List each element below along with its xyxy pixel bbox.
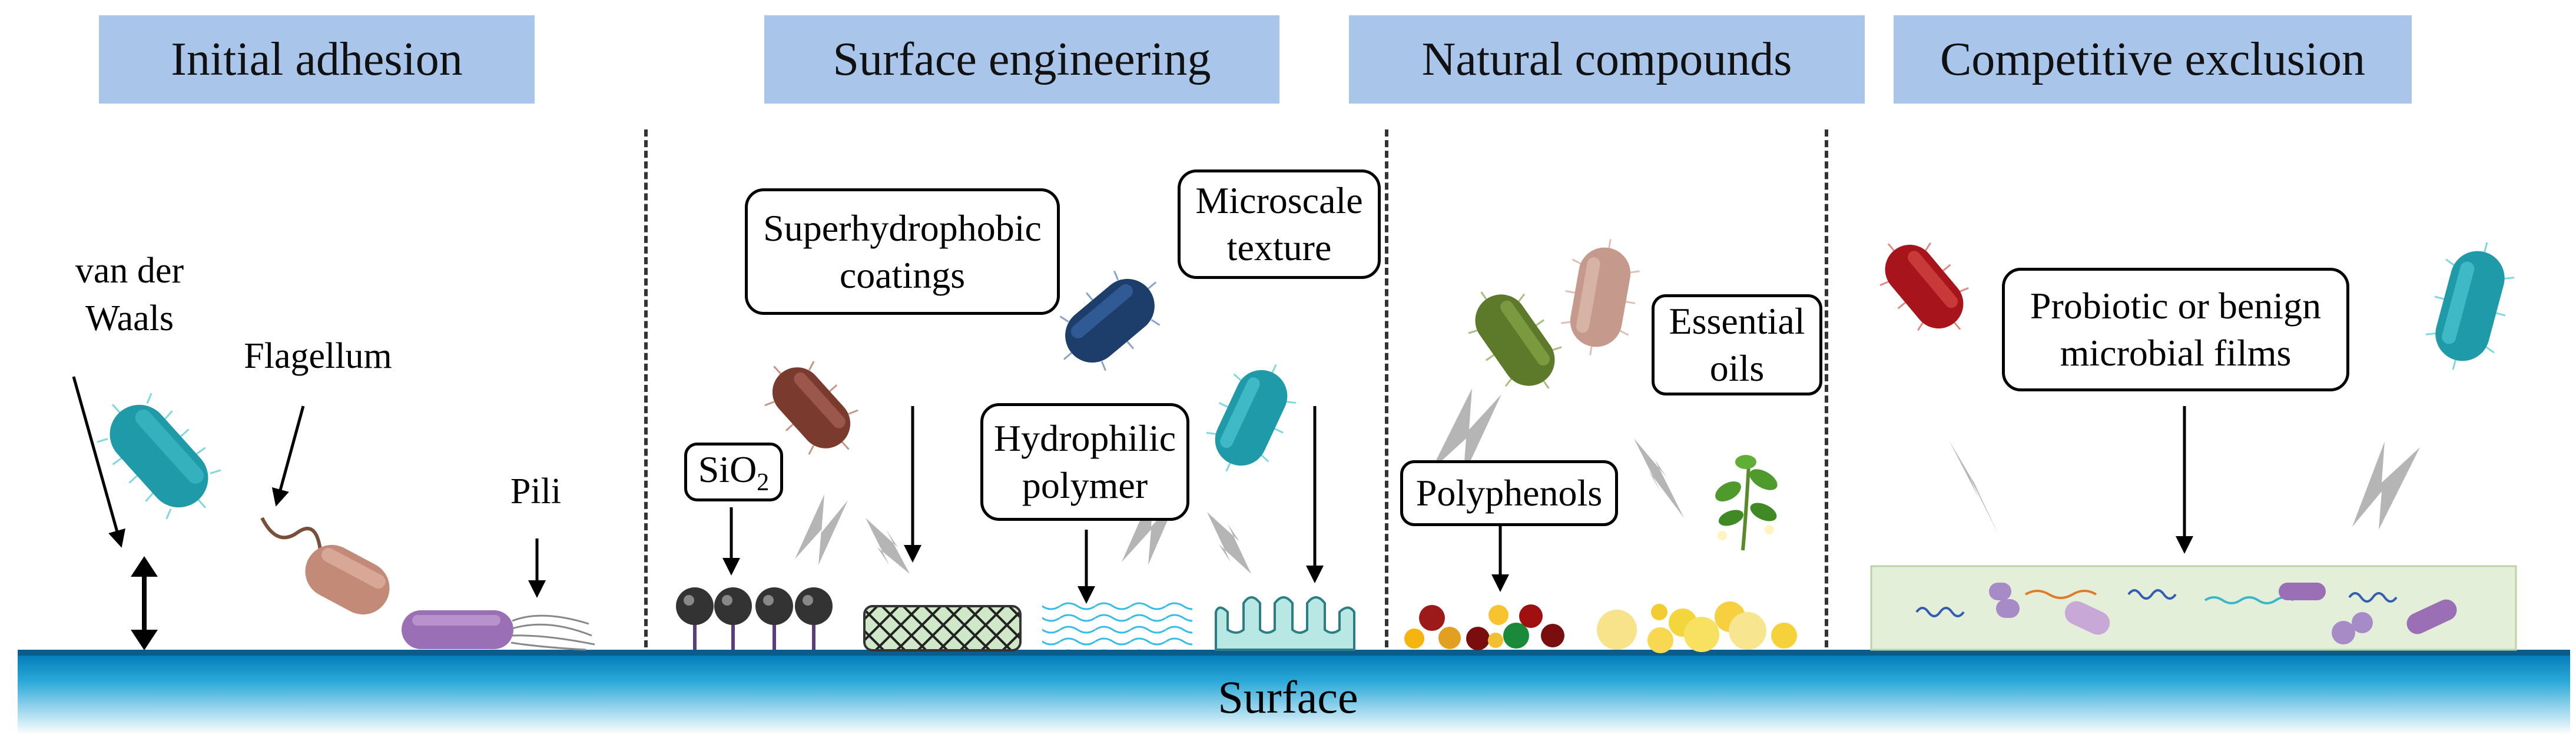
- pili-label: Pili: [510, 471, 562, 511]
- header-competitive-exclusion: Competitive exclusion: [1894, 15, 2412, 104]
- red-bacterium-icon: [1879, 242, 1969, 331]
- hydrophilic-line-1: Hydrophilic: [993, 417, 1176, 459]
- superhydrophobic-coating-icon: [863, 605, 1022, 651]
- header-surface-engineering: Surface engineering: [764, 15, 1279, 104]
- surface-label: Surface: [1218, 671, 1358, 723]
- superhydrophobic-line-2: coatings: [839, 254, 966, 296]
- teal-bacterium-3-icon: [2425, 242, 2515, 370]
- essential-line-2: oils: [1709, 347, 1765, 389]
- hydrophilic-line-2: polymer: [1022, 464, 1148, 506]
- superhydrophobic-line-1: Superhydrophobic: [763, 207, 1042, 249]
- sio2-particles-icon: [676, 587, 833, 650]
- flagellum-arrow: [271, 405, 305, 507]
- van-der-waals-line-2: Waals: [85, 298, 174, 338]
- sio2-subscript: 2: [757, 468, 770, 496]
- microscale-texture-box: Microscale texture: [1178, 169, 1381, 279]
- microscale-texture-icon: [1215, 596, 1355, 651]
- double-arrow-icon: [131, 556, 158, 650]
- natural-repel-icons: [1431, 388, 1684, 518]
- teal-bacterium-2-icon: [1206, 364, 1297, 472]
- probiotic-line-1: Probiotic or benign: [2030, 285, 2322, 327]
- hydrophilic-polymer-icon: [1042, 601, 1192, 650]
- van-der-waals-label: van der Waals: [47, 247, 212, 342]
- divider-1: [644, 129, 648, 647]
- flagellated-bacterium-icon: [260, 517, 390, 615]
- microscale-line-1: Microscale: [1195, 179, 1363, 221]
- teal-bacterium-icon: [97, 393, 221, 520]
- header-initial-adhesion: Initial adhesion: [99, 15, 535, 104]
- essential-oils-icon: [1597, 601, 1797, 653]
- essential-line-1: Essential: [1669, 300, 1805, 342]
- polyphenols-box: Polyphenols: [1400, 460, 1618, 526]
- probiotic-line-2: microbial films: [2060, 332, 2292, 374]
- vdw-arrow: [72, 376, 125, 548]
- polyphenols-icon: [1404, 604, 1564, 650]
- sio2-box: SiO2: [684, 443, 783, 501]
- van-der-waals-line-1: van der: [75, 251, 184, 291]
- sio2-base: SiO: [698, 448, 757, 490]
- brown-bacterium-icon: [764, 361, 858, 455]
- pink-bacterium-icon: [1561, 239, 1640, 355]
- plant-icon: [1715, 455, 1778, 551]
- biofilm-icon: [1870, 565, 2517, 651]
- navy-bacterium-icon: [1059, 270, 1161, 371]
- surface-edge: [18, 650, 2570, 656]
- flagellum-label: Flagellum: [244, 336, 392, 376]
- divider-2: [1385, 129, 1388, 647]
- repel-zigzag-icons: [795, 488, 1251, 574]
- probiotic-films-box: Probiotic or benign microbial films: [2002, 268, 2349, 391]
- competitive-repel-icons: [1949, 440, 2420, 536]
- surface-band: [18, 652, 2570, 734]
- hydrophilic-polymer-box: Hydrophilic polymer: [980, 403, 1189, 521]
- microscale-line-2: texture: [1226, 227, 1332, 268]
- superhydrophobic-coatings-box: Superhydrophobic coatings: [745, 188, 1060, 315]
- olive-bacterium-icon: [1468, 291, 1562, 389]
- divider-3: [1825, 129, 1828, 647]
- header-natural-compounds: Natural compounds: [1349, 15, 1865, 104]
- essential-oils-box: Essential oils: [1652, 294, 1822, 395]
- pili-bacterium-icon: [402, 610, 595, 651]
